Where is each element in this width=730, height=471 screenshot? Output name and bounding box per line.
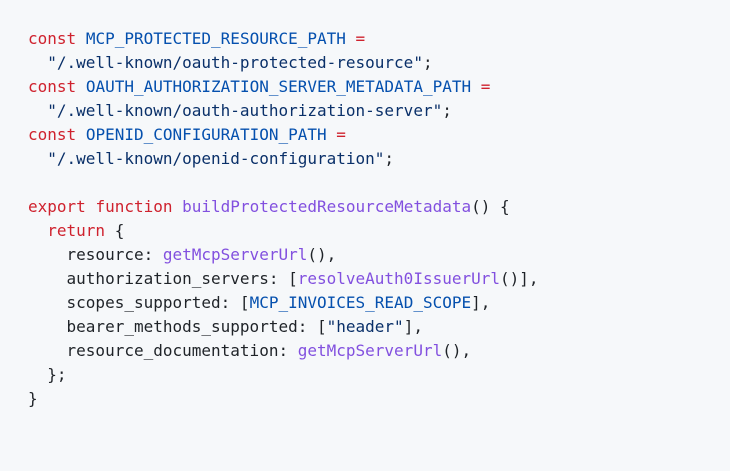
code-token-keyword: const	[28, 77, 77, 96]
code-token-plain: resource_documentation:	[28, 341, 298, 360]
code-token-plain: (),	[442, 341, 472, 360]
code-token-plain	[346, 29, 356, 48]
code-token-keyword: =	[480, 77, 491, 96]
code-token-plain: {	[105, 221, 125, 240]
code-token-function: getMcpServerUrl	[162, 245, 308, 264]
code-token-plain	[76, 125, 86, 144]
code-token-plain: }	[28, 389, 38, 408]
code-line: };	[28, 363, 702, 387]
code-token-constant: OAUTH_AUTHORIZATION_SERVER_METADATA_PATH	[85, 77, 472, 96]
code-line: export function buildProtectedResourceMe…	[28, 195, 702, 219]
code-token-plain	[28, 101, 47, 120]
code-token-string: "/.well-known/oauth-protected-resource"	[47, 53, 423, 72]
code-token-plain: };	[28, 365, 67, 384]
code-line: const OPENID_CONFIGURATION_PATH =	[28, 123, 702, 147]
code-token-keyword: function	[95, 197, 173, 216]
code-token-function: buildProtectedResourceMetadata	[182, 197, 472, 216]
code-token-plain	[76, 29, 86, 48]
code-line: resource_documentation: getMcpServerUrl(…	[28, 339, 702, 363]
code-token-keyword: =	[355, 29, 366, 48]
code-token-keyword: return	[47, 221, 106, 240]
code-token-keyword: export	[28, 197, 86, 216]
code-token-plain: resource:	[28, 245, 163, 264]
code-line: "/.well-known/oauth-protected-resource";	[28, 51, 702, 75]
code-token-plain: scopes_supported: [	[28, 293, 250, 312]
code-line: "/.well-known/openid-configuration";	[28, 147, 702, 171]
code-token-string: "header"	[326, 317, 404, 336]
code-token-plain	[28, 221, 47, 240]
code-token-plain: ],	[403, 317, 423, 336]
code-token-plain: ],	[471, 293, 491, 312]
code-token-plain: ;	[442, 101, 452, 120]
code-token-plain	[86, 197, 96, 216]
code-token-plain: ()],	[500, 269, 539, 288]
code-token-plain: ;	[384, 149, 395, 168]
code-line: resource: getMcpServerUrl(),	[28, 243, 702, 267]
code-token-plain	[471, 77, 481, 96]
code-token-constant: MCP_PROTECTED_RESOURCE_PATH	[85, 29, 346, 48]
code-token-plain: ;	[422, 53, 433, 72]
code-line: "/.well-known/oauth-authorization-server…	[28, 99, 702, 123]
code-token-keyword: const	[28, 125, 77, 144]
code-token-constant: OPENID_CONFIGURATION_PATH	[85, 125, 327, 144]
code-line: }	[28, 387, 702, 411]
code-token-function: getMcpServerUrl	[297, 341, 443, 360]
code-line: return {	[28, 219, 702, 243]
code-token-plain	[28, 53, 47, 72]
code-token-plain: authorization_servers: [	[28, 269, 298, 288]
code-token-plain: (),	[307, 245, 337, 264]
code-token-plain	[76, 77, 86, 96]
code-line: scopes_supported: [MCP_INVOICES_READ_SCO…	[28, 291, 702, 315]
code-line: const OAUTH_AUTHORIZATION_SERVER_METADAT…	[28, 75, 702, 99]
code-token-plain	[327, 125, 337, 144]
code-token-plain: bearer_methods_supported: [	[28, 317, 327, 336]
code-line: const MCP_PROTECTED_RESOURCE_PATH =	[28, 27, 702, 51]
code-token-constant: MCP_INVOICES_READ_SCOPE	[249, 293, 472, 312]
code-token-string: "/.well-known/openid-configuration"	[47, 149, 385, 168]
code-token-string: "/.well-known/oauth-authorization-server…	[47, 101, 443, 120]
code-line: bearer_methods_supported: ["header"],	[28, 315, 702, 339]
code-token-plain	[28, 149, 47, 168]
code-token-plain: () {	[471, 197, 510, 216]
code-token-keyword: =	[336, 125, 346, 144]
code-token-keyword: const	[28, 29, 77, 48]
code-token-plain	[173, 197, 183, 216]
code-token-function: resolveAuth0IssuerUrl	[297, 269, 501, 288]
code-line	[28, 171, 702, 195]
code-line: authorization_servers: [resolveAuth0Issu…	[28, 267, 702, 291]
